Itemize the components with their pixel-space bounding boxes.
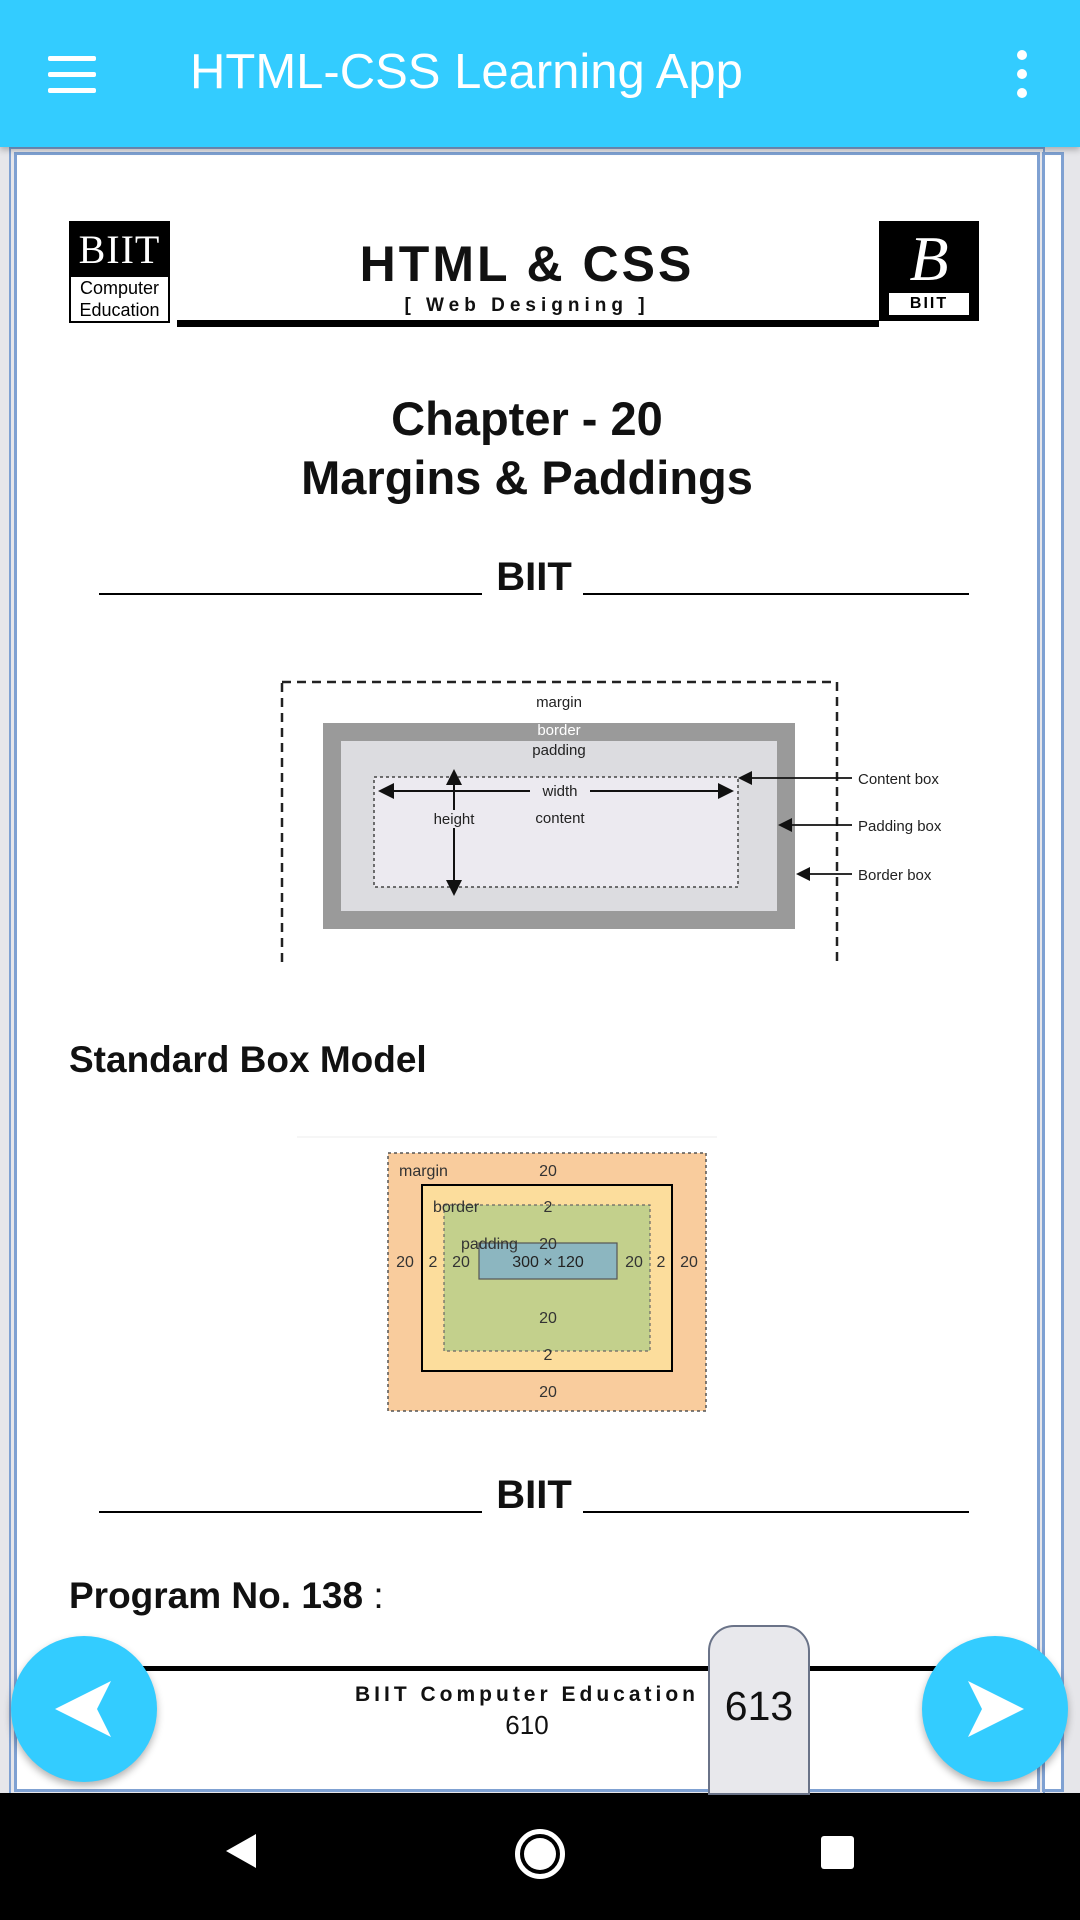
footer-rule (127, 1666, 967, 1671)
padding-left-value: 20 (452, 1254, 470, 1271)
biit-separator: BIIT (99, 555, 969, 599)
padding-right-value: 20 (625, 1254, 643, 1271)
content-box-label: Content box (858, 771, 939, 788)
content-label: content (535, 810, 585, 827)
section-heading: Standard Box Model (69, 1039, 427, 1080)
system-navigation-bar (0, 1793, 1080, 1920)
arrow-right-icon (968, 1681, 1024, 1737)
padding-box-label: Padding box (858, 818, 942, 835)
margin-label: margin (536, 694, 582, 711)
document-title: HTML & CSS (359, 236, 695, 292)
footer-page-number: 610 (505, 1710, 549, 1740)
border-left-value: 2 (429, 1254, 438, 1271)
border-top-value: 2 (544, 1199, 553, 1216)
margin-right-value: 20 (680, 1254, 698, 1271)
page-indicator[interactable]: 613 (708, 1625, 810, 1795)
padding-label: padding (532, 742, 585, 759)
next-page-edge (1042, 152, 1064, 1792)
recent-apps-icon[interactable] (821, 1836, 854, 1869)
title-underline (177, 320, 879, 327)
back-icon[interactable] (224, 1831, 260, 1871)
program-heading: Program No. 138 : (69, 1575, 384, 1616)
padding-top-value: 20 (539, 1236, 557, 1253)
biit-logo-right: B BIIT (879, 221, 979, 321)
height-label: height (434, 811, 476, 828)
biit-logo-left: BIIT Computer Education (69, 221, 170, 323)
app-bar: HTML-CSS Learning App (0, 0, 1080, 147)
margin-bottom-value: 20 (539, 1384, 557, 1401)
border-right-value: 2 (657, 1254, 666, 1271)
menu-icon[interactable] (38, 40, 106, 108)
padding-bottom-value: 20 (539, 1310, 557, 1327)
home-icon[interactable] (515, 1829, 565, 1879)
arrow-left-icon (55, 1681, 111, 1737)
margin-label: margin (399, 1163, 448, 1180)
document-subtitle: [ Web Designing ] (404, 295, 650, 316)
document-viewer[interactable]: BIIT Computer Education HTML & CSS [ Web… (0, 147, 1080, 1793)
current-page-number: 613 (724, 1683, 794, 1729)
more-options-icon[interactable] (1000, 42, 1044, 106)
box-model-diagram: margin border padding width height conte… (280, 680, 942, 965)
standard-box-model-diagram: margin 20 border 2 padding 20 300 × 120 … (297, 1136, 717, 1412)
biit-separator: BIIT (99, 1473, 969, 1517)
document-page: BIIT Computer Education HTML & CSS [ Web… (9, 147, 1045, 1793)
previous-page-button[interactable] (11, 1636, 157, 1782)
chapter-title: Margins & Paddings (301, 451, 753, 504)
margin-left-value: 20 (396, 1254, 414, 1271)
chapter-number: Chapter - 20 (391, 392, 663, 445)
app-title: HTML-CSS Learning App (190, 45, 743, 99)
border-box-label: Border box (858, 867, 932, 884)
content-size: 300 × 120 (512, 1254, 584, 1271)
border-bottom-value: 2 (544, 1347, 553, 1364)
border-label: border (537, 722, 580, 739)
next-page-button[interactable] (922, 1636, 1068, 1782)
padding-label: padding (461, 1236, 518, 1253)
footer-text: BIIT Computer Education (355, 1683, 699, 1706)
width-label: width (541, 783, 577, 800)
margin-top-value: 20 (539, 1163, 557, 1180)
border-label: border (433, 1199, 480, 1216)
